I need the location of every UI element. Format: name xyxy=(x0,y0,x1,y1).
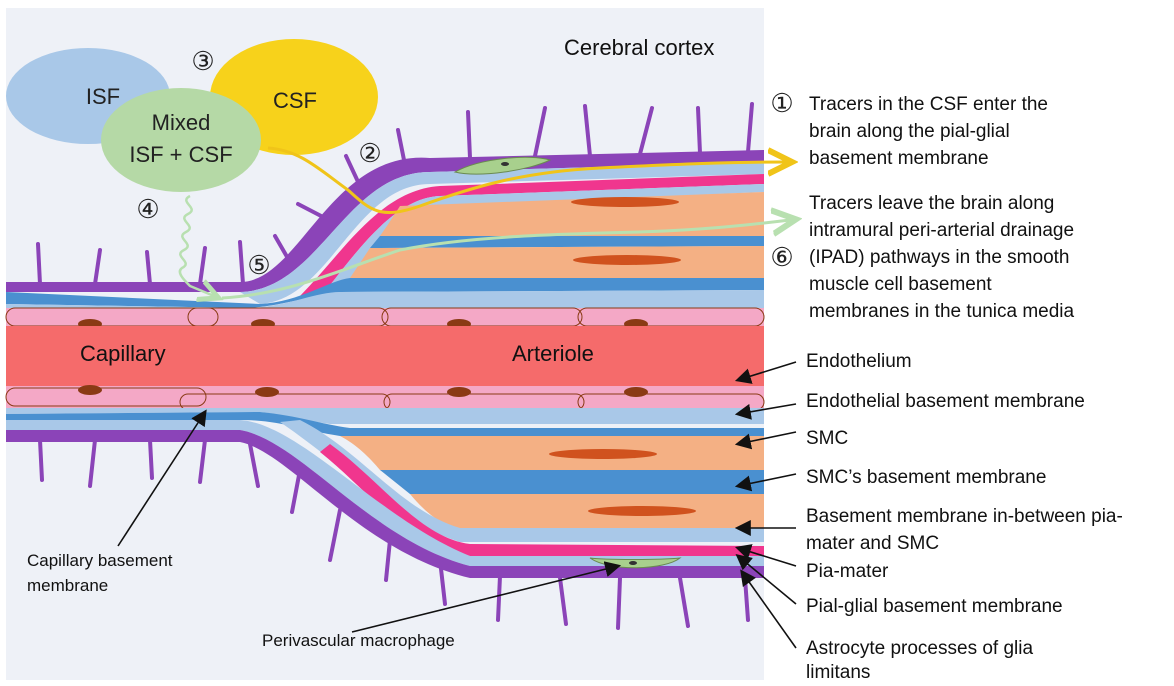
note-6-line5: membranes in the tunica media xyxy=(809,300,1074,324)
step-4: ④ xyxy=(136,194,159,224)
mixed-blob xyxy=(101,88,261,192)
note-1-line2: brain along the pial-glial xyxy=(809,120,1010,144)
note-6-line1: Tracers leave the brain along xyxy=(809,192,1054,216)
bm-between-label-line2: mater and SMC xyxy=(806,532,939,556)
mixed-label-line2: ISF + CSF xyxy=(129,142,232,167)
macrophage-label: Perivascular macrophage xyxy=(262,630,455,652)
capillary-bm-label-line2: membrane xyxy=(27,575,108,597)
step-6: ⑥ xyxy=(770,242,793,272)
arteriole-label: Arteriole xyxy=(512,342,594,366)
note-6-line4: muscle cell basement xyxy=(809,273,992,297)
astrocyte-label-line1: Astrocyte processes of glia xyxy=(806,637,1033,661)
endothelial-bm-label: Endothelial basement membrane xyxy=(806,390,1085,414)
note-1-line3: basement membrane xyxy=(809,147,989,171)
capillary-bm-label-line1: Capillary basement xyxy=(27,550,173,572)
smc-bottom-outer xyxy=(410,494,764,528)
macrophage-nucleus-top xyxy=(501,162,509,166)
note-1-line1: Tracers in the CSF enter the xyxy=(809,93,1048,117)
step-1: ① xyxy=(770,88,793,118)
isf-label: ISF xyxy=(86,84,120,109)
note-6-line3: (IPAD) pathways in the smooth xyxy=(809,246,1069,270)
step-5: ⑤ xyxy=(247,250,270,280)
cerebral-cortex-label: Cerebral cortex xyxy=(564,36,714,60)
smc-bm-bottom-middle xyxy=(380,470,764,494)
smc-label: SMC xyxy=(806,427,848,451)
smc-top-inner xyxy=(350,246,764,278)
pia-mater-label: Pia-mater xyxy=(806,560,888,584)
note-6-line2: intramural peri-arterial drainage xyxy=(809,219,1074,243)
capillary-label: Capillary xyxy=(80,342,166,366)
astrocyte-label-line2: limitans xyxy=(806,661,870,685)
csf-label: CSF xyxy=(273,88,317,113)
macrophage-nucleus-bottom xyxy=(629,561,637,565)
mixed-label-line1: Mixed xyxy=(152,110,211,135)
step-2: ② xyxy=(358,138,381,168)
smc-bm-label: SMC’s basement membrane xyxy=(806,466,1046,490)
pial-glial-bm-label: Pial-glial basement membrane xyxy=(806,595,1063,619)
bm-between-label-line1: Basement membrane in-between pia- xyxy=(806,505,1123,529)
endothelium-label: Endothelium xyxy=(806,350,912,374)
endothelium-bottom xyxy=(6,386,764,408)
step-3: ③ xyxy=(191,46,214,76)
